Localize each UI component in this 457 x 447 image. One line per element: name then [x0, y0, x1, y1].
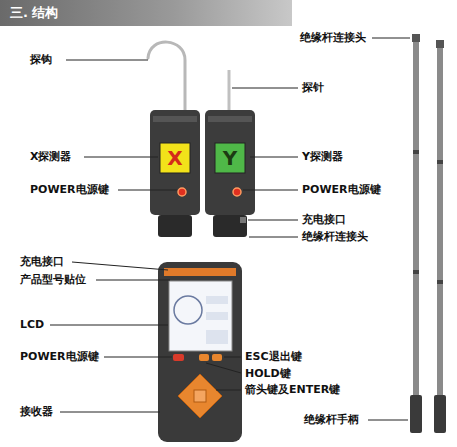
pole-connector-head — [412, 34, 420, 42]
y-detector-body — [205, 110, 255, 215]
part-label: 绝缘杆连接头 — [302, 230, 368, 243]
section-title: 三. 结构 — [0, 0, 292, 22]
probe-hook — [148, 42, 185, 112]
part-label: X探测器 — [30, 150, 71, 163]
part-label: ESC退出键 — [245, 350, 302, 363]
esc-button — [212, 354, 222, 361]
power-button — [178, 188, 186, 196]
arrow-pad — [178, 374, 222, 418]
enter-key — [194, 390, 206, 402]
pole-joint — [437, 160, 443, 164]
hold-button — [199, 354, 209, 361]
pole-joint — [413, 270, 419, 274]
part-label: Y探测器 — [302, 150, 343, 163]
pole-connector-head — [436, 40, 444, 48]
pole-handle — [410, 395, 422, 433]
y-window — [215, 143, 245, 173]
part-label: 绝缘杆手柄 — [304, 413, 359, 426]
part-label: HOLD键 — [245, 367, 291, 380]
lcd-field — [206, 296, 228, 304]
part-label: 绝缘杆连接头 — [300, 31, 366, 44]
lcd-field — [206, 330, 228, 344]
window-letter-y: Y — [223, 146, 237, 170]
insulating-pole — [413, 42, 419, 397]
detector-strip — [208, 116, 252, 122]
part-label: 箭头键及ENTER键 — [245, 383, 340, 396]
part-label: 探针 — [302, 81, 324, 94]
lcd-screen — [169, 281, 232, 351]
pole-connector — [158, 215, 192, 237]
part-label: POWER电源键 — [30, 183, 109, 196]
part-label: POWER电源键 — [302, 183, 381, 196]
charge-port — [240, 217, 246, 223]
pole-joint — [413, 150, 419, 154]
x-detector-body — [150, 110, 200, 215]
part-label: 探钩 — [30, 53, 52, 66]
pole-connector — [213, 215, 247, 237]
lcd-dial — [174, 296, 202, 324]
insulating-pole — [437, 48, 443, 397]
part-label: LCD — [20, 318, 44, 331]
pole-handle — [434, 395, 446, 433]
pole-joint — [437, 280, 443, 284]
model-label-strip — [164, 268, 236, 276]
power-button — [173, 354, 184, 361]
x-window — [160, 143, 190, 173]
lcd-field — [206, 312, 228, 320]
detector-strip — [153, 116, 197, 122]
part-label: 充电接口 — [302, 213, 346, 226]
probe-needle — [228, 70, 231, 112]
leader-lines — [50, 38, 410, 420]
header-band: 三. 结构 — [0, 0, 292, 26]
part-label: 接收器 — [20, 405, 53, 418]
part-label: POWER电源键 — [20, 350, 99, 363]
window-letter-x: X — [167, 146, 182, 170]
part-label: 产品型号贴位 — [20, 273, 86, 286]
receiver-body — [158, 262, 242, 442]
power-button — [233, 188, 241, 196]
part-label: 充电接口 — [20, 255, 64, 268]
